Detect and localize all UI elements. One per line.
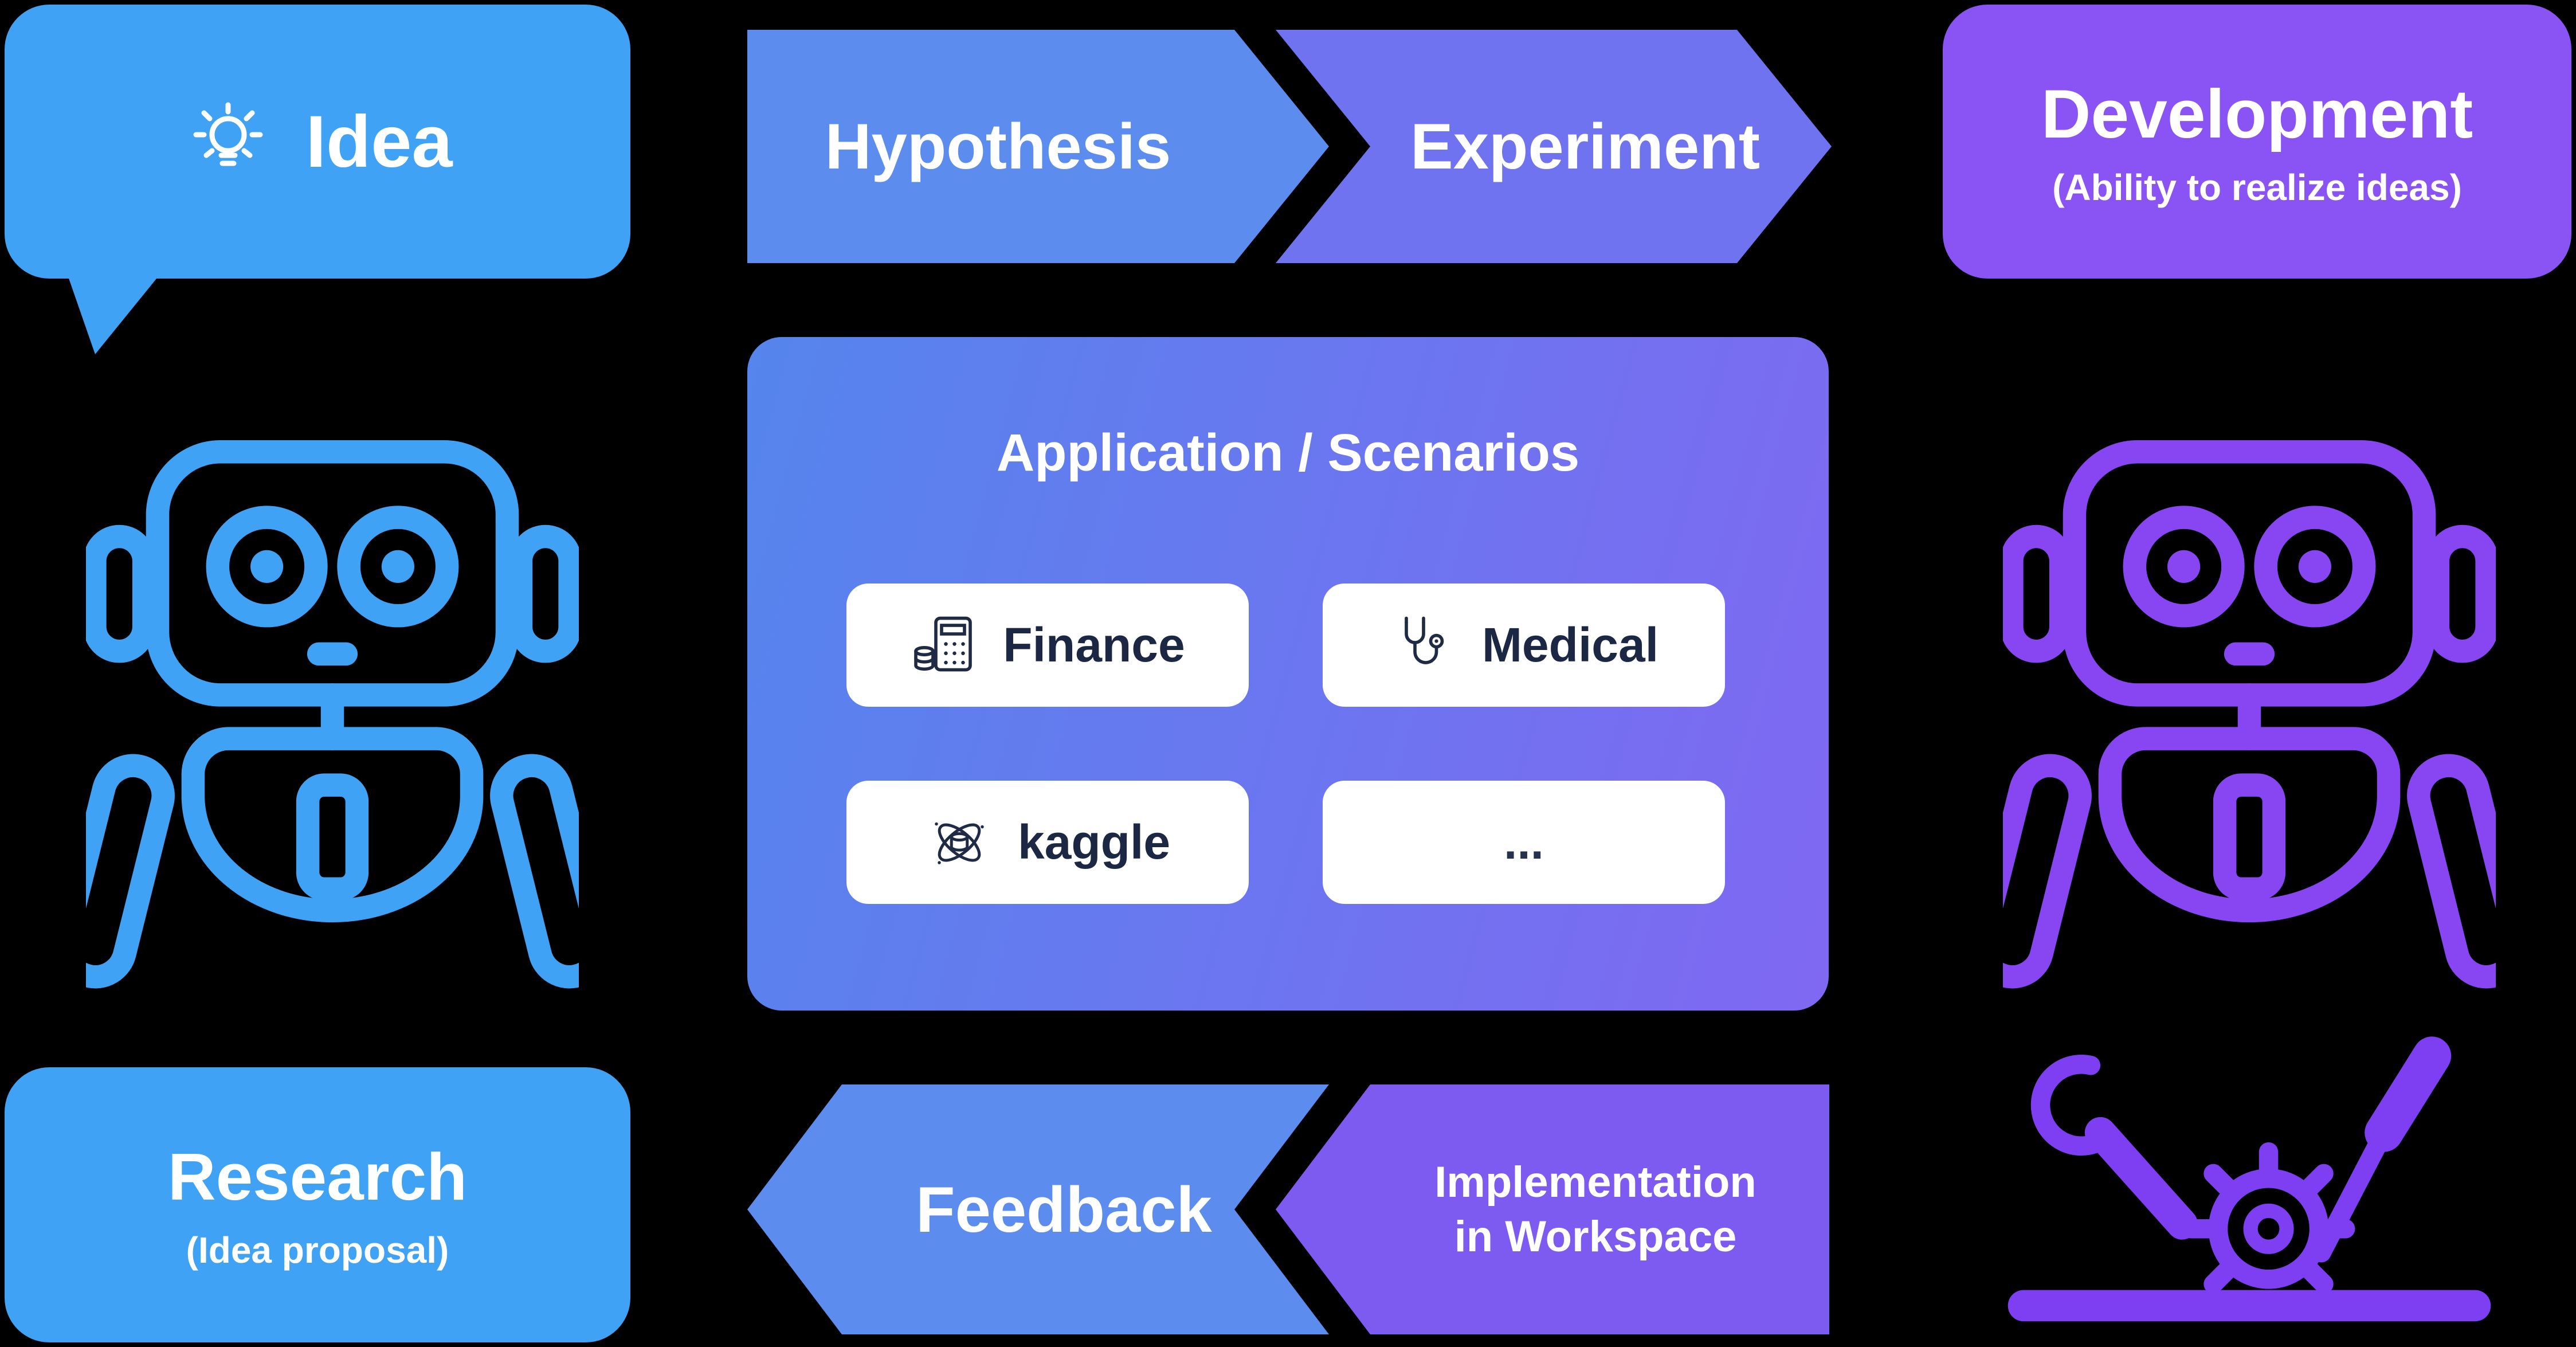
development-box: Development (Ability to realize ideas): [1943, 5, 2571, 279]
development-subtitle: (Ability to realize ideas): [2052, 167, 2462, 208]
flow-step-hypothesis: Hypothesis: [747, 30, 1329, 263]
research-subtitle: (Idea proposal): [186, 1229, 449, 1271]
implementation-label-line2: in Workspace: [1454, 1212, 1737, 1261]
medical-icon: [1389, 611, 1458, 680]
development-robot-icon: [1970, 373, 2528, 1015]
application-pill-kaggle: kaggle: [846, 781, 1249, 904]
research-title: Research: [167, 1140, 468, 1214]
idea-label: Idea: [305, 100, 453, 183]
hypothesis-label: Hypothesis: [825, 111, 1171, 182]
applications-panel: Application / Scenarios Finance: [747, 337, 1829, 1011]
research-box: Research (Idea proposal): [5, 1067, 630, 1342]
tools-icon: [1948, 1032, 2550, 1344]
application-label: kaggle: [1017, 815, 1171, 869]
application-label: Medical: [1481, 618, 1659, 672]
kaggle-icon: [925, 808, 994, 877]
application-pill-medical: Medical: [1323, 584, 1725, 707]
application-pill-more: ...: [1323, 781, 1725, 904]
feedback-label: Feedback: [916, 1173, 1212, 1246]
lightbulb-icon: [182, 96, 274, 187]
flow-step-feedback: Feedback: [747, 1084, 1329, 1334]
flow-step-experiment: Experiment: [1276, 30, 1832, 263]
experiment-label: Experiment: [1410, 111, 1760, 182]
idea-bubble-tail: [68, 275, 159, 354]
application-label: Finance: [1003, 618, 1185, 672]
applications-title: Application / Scenarios: [996, 424, 1580, 482]
flow-step-implementation: Implementation in Workspace: [1276, 1084, 1829, 1334]
application-pill-finance: Finance: [846, 584, 1249, 707]
application-label: ...: [1503, 815, 1544, 869]
research-robot-icon: [53, 373, 611, 1015]
finance-icon: [910, 611, 979, 680]
development-title: Development: [2041, 76, 2473, 152]
idea-bubble: Idea: [5, 5, 630, 279]
implementation-label-line1: Implementation: [1434, 1158, 1756, 1207]
